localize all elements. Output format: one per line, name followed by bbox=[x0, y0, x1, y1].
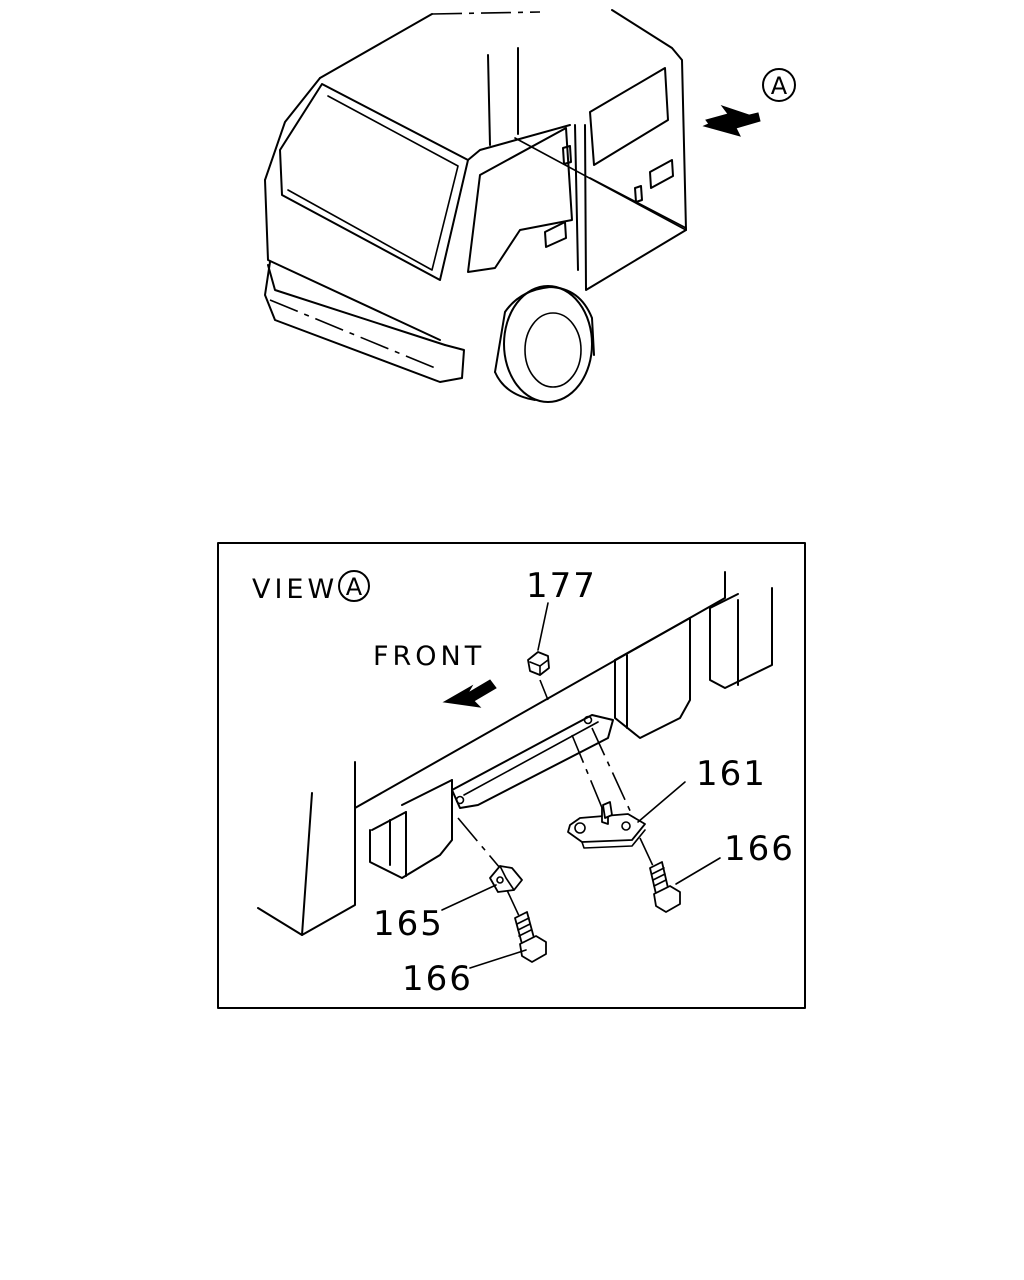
callout-161: 161 bbox=[696, 754, 767, 794]
callout-177: 177 bbox=[526, 566, 597, 606]
callout-166-right: 166 bbox=[724, 829, 795, 869]
bolt-166-right-icon bbox=[649, 861, 681, 913]
bracket-161-icon bbox=[567, 801, 646, 849]
front-arrow-icon bbox=[442, 679, 497, 708]
nut-177-icon bbox=[527, 651, 550, 676]
view-label: VIEW bbox=[252, 574, 338, 605]
front-label: FRONT bbox=[373, 641, 485, 672]
detail-view-panel: VIEW A FRONT bbox=[217, 542, 806, 1009]
callout-165: 165 bbox=[373, 904, 444, 944]
callout-166-left: 166 bbox=[402, 959, 473, 999]
detail-view-frame bbox=[217, 542, 806, 1009]
view-marker-top: A bbox=[771, 72, 788, 100]
vehicle-illustration: A bbox=[264, 9, 796, 403]
bracket-165-icon bbox=[489, 865, 523, 893]
bolt-166-left-icon bbox=[514, 911, 547, 963]
view-marker-detail: A bbox=[346, 573, 363, 601]
